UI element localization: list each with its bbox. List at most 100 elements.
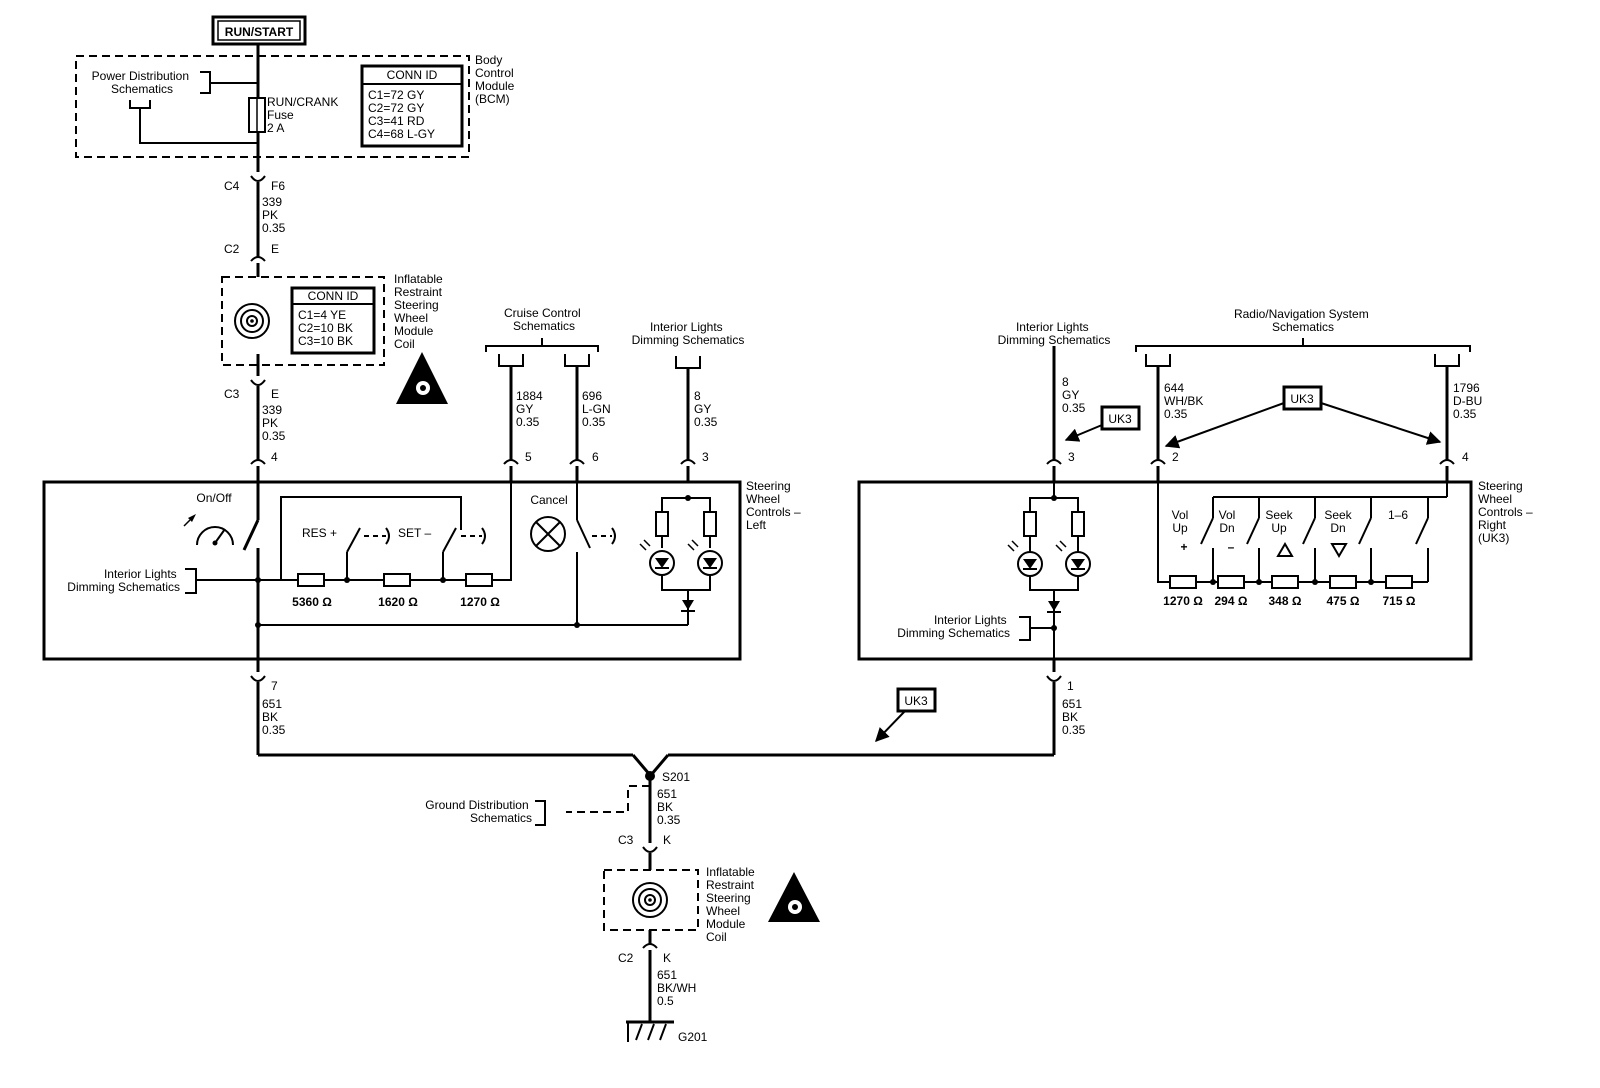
wire-651-right: 651 BK 0.35	[1062, 697, 1086, 737]
svg-text:Cruise Control Schematic: Cruise Control Schematics	[504, 306, 584, 333]
coil-top-conn-id-box: CONN ID C1=4 YE C2=10 BK C3=10 BK	[290, 286, 376, 355]
switch-label: Seek	[1324, 508, 1352, 522]
wire-696: 696 L-GN 0.35	[582, 389, 614, 429]
splice-s201	[535, 771, 658, 870]
onoff-label: On/Off	[196, 491, 232, 505]
resistor-value: 475 Ω	[1327, 594, 1360, 608]
spiral-icon	[632, 882, 668, 918]
radio-resistor: 1270 Ω	[1163, 575, 1203, 608]
connector-c2-bottom: C2	[618, 951, 634, 965]
wire-1796: 1796 D-BU 0.35	[1453, 381, 1486, 421]
switch-label: Vol	[1219, 508, 1236, 522]
main-feed-wire	[250, 44, 266, 482]
wire-1884: 1884 GY 0.35	[516, 389, 546, 429]
interior-lights-right-ref: Interior Lights Dimming Schematics	[998, 320, 1111, 347]
right-dim-ref: Interior Lights Dimming Schematics	[897, 613, 1010, 640]
lamp-icon	[530, 516, 566, 552]
svg-text:Radio/Navigation System: Radio/Navigation System Schematics	[1234, 307, 1372, 334]
wire-8-left: 8 GY 0.35	[694, 389, 718, 429]
svg-text:CONN ID: CONN ID	[308, 289, 359, 303]
cruise-control-ref: Cruise Control Schematics	[485, 306, 599, 367]
fuse	[248, 97, 266, 133]
pin-k-top: K	[663, 833, 671, 847]
pin-e-bottom: E	[271, 387, 279, 401]
connector-c4: C4	[224, 179, 240, 193]
coil-bottom-name: Inflatable Restraint Steering Wheel Modu…	[706, 865, 758, 944]
wire-339-upper: 339 PK 0.35	[262, 195, 286, 235]
seek-down-icon	[1330, 543, 1348, 558]
coil-bottom: Inflatable Restraint Steering Wheel Modu…	[603, 865, 820, 944]
radio-resistor: 348 Ω	[1269, 575, 1302, 608]
left-ground-wire	[250, 659, 652, 776]
ground-g201: G201	[678, 1030, 708, 1044]
bcm-conn-id-box: CONN ID C1=72 GY C2=72 GY C3=41 RD C4=68…	[360, 64, 464, 148]
wire-651-bottom: 651 BK/WH 0.5	[657, 968, 700, 1008]
pin-f6: F6	[271, 179, 285, 193]
res-plus-label: RES +	[302, 526, 337, 540]
set-minus-label: SET –	[398, 526, 431, 540]
uk3-tag-ground: UK3	[875, 687, 937, 743]
switch-label: Seek	[1265, 508, 1293, 522]
svg-text:Interior Lights Dimming: Interior Lights Dimming Schematics	[632, 320, 745, 347]
seek-up-icon	[1276, 542, 1294, 557]
fuse-label: RUN/CRANK Fuse 2 A	[267, 95, 342, 135]
radio-switch: 1–6	[1388, 497, 1429, 582]
cancel-label: Cancel	[530, 493, 567, 507]
pin-4-left: 4	[271, 450, 278, 464]
splice-name: S201	[662, 770, 690, 784]
steering-wheel-controls-left: Steering Wheel Controls – Left On/Off In…	[42, 479, 801, 661]
pin-1: 1	[1067, 679, 1074, 693]
pin-4-right: 4	[1462, 450, 1469, 464]
pin-3-right: 3	[1068, 450, 1075, 464]
svg-text:C1=72 GY C2=72 GY: C1=72 GY C2=72 GY C3=41 RD C4=68 L-GY	[368, 88, 435, 141]
switch-symbol: +	[1180, 540, 1187, 554]
speedometer-icon	[183, 514, 234, 546]
diode-icon	[1047, 601, 1061, 613]
pin-2: 2	[1172, 450, 1179, 464]
coil-top-name: Inflatable Restraint Steering Wheel Modu…	[394, 272, 446, 351]
pin-3-left: 3	[702, 450, 709, 464]
diode-icon	[681, 600, 695, 612]
bcm-module: Body Control Module (BCM) Power Distribu…	[75, 53, 515, 158]
switch-label: Dn	[1219, 521, 1234, 535]
wire-339-lower: 339 PK 0.35	[262, 403, 286, 443]
coil-top: CONN ID C1=4 YE C2=10 BK C3=10 BK Inflat…	[221, 272, 448, 404]
svg-text:CONN ID: CONN ID	[387, 68, 438, 82]
pin-k-bottom: K	[663, 951, 671, 965]
pin-5: 5	[525, 450, 532, 464]
r-1270-left: 1270 Ω	[460, 595, 500, 609]
run-start-label: RUN/START	[211, 15, 307, 46]
pin-7: 7	[271, 679, 278, 693]
switch-label: Vol	[1172, 508, 1189, 522]
radio-navigation-ref: Radio/Navigation System Schematics	[1135, 307, 1471, 367]
steering-wheel-controls-right: Steering Wheel Controls – Right (UK3)	[857, 479, 1533, 661]
r-1620: 1620 Ω	[378, 595, 418, 609]
r-5360: 5360 Ω	[292, 595, 332, 609]
ground-icon	[626, 1020, 674, 1042]
connector-c3: C3	[224, 387, 240, 401]
resistor-value: 1270 Ω	[1163, 594, 1203, 608]
wire-651-splice: 651 BK 0.35	[657, 787, 681, 827]
pin-6: 6	[592, 450, 599, 464]
switch-label: Up	[1172, 521, 1188, 535]
airbag-warning-icon	[768, 872, 820, 922]
radio-resistor: 715 Ω	[1383, 575, 1416, 608]
wire-644: 644 WH/BK 0.35	[1164, 381, 1207, 421]
switch-label: Dn	[1330, 521, 1345, 535]
connector-c3-bottom: C3	[618, 833, 634, 847]
left-dim-ref: Interior Lights Dimming Schematics	[67, 567, 180, 594]
svg-text:C1=4 YE C2=10 BK: C1=4 YE C2=10 BK C3=10 BK	[298, 308, 356, 348]
pin-e-top: E	[271, 242, 279, 256]
right-ground-wire	[649, 659, 1062, 776]
interior-lights-left-ref: Interior Lights Dimming Schematics	[632, 320, 745, 369]
switch-label: Up	[1271, 521, 1287, 535]
radio-resistor: 475 Ω	[1327, 575, 1360, 608]
ground-distribution-ref: Ground Distribution Schematics	[425, 798, 532, 825]
svg-text:Interior Lights Dimming: Interior Lights Dimming Schematics	[998, 320, 1111, 347]
connector-c2: C2	[224, 242, 240, 256]
airbag-warning-icon	[396, 352, 448, 404]
